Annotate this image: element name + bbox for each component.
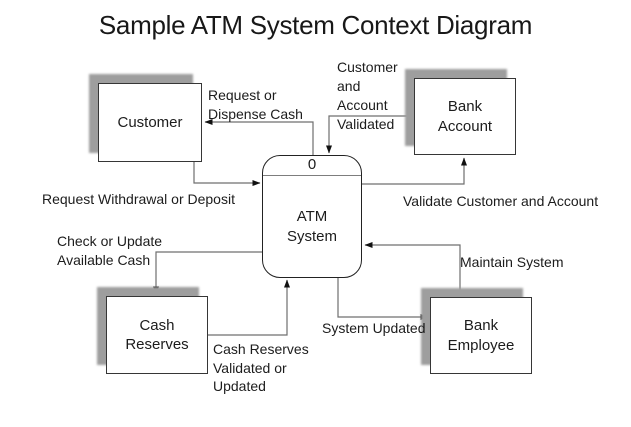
flow-label-maintain-system: Maintain System xyxy=(460,254,564,270)
flow-system-updated-line xyxy=(337,278,429,320)
flow-request-or-dispense-cash-line xyxy=(204,119,314,155)
entity-bank-employee: Bank Employee xyxy=(430,297,532,374)
flow-validate-customer-and-account-line xyxy=(362,157,467,185)
flow-maintain-system-line xyxy=(364,242,461,297)
flow-label-request-or-dispense-cash: Request or Dispense Cash xyxy=(208,87,303,122)
flow-label-cash-reserves-validated-or-updated: Cash Reserves Validated or Updated xyxy=(213,341,309,394)
flow-request-withdrawal-or-deposit-line xyxy=(193,162,261,186)
entity-bank-account-label: Bank Account xyxy=(437,98,493,135)
flow-label-system-updated: System Updated xyxy=(322,320,426,336)
flow-cash-reserves-validated-or-updated-line xyxy=(208,279,290,336)
diagram-title: Sample ATM System Context Diagram xyxy=(98,10,533,40)
flow-label-validate-customer-and-account: Validate Customer and Account xyxy=(403,193,599,209)
flow-label-check-or-update-available-cash: Check or Update Available Cash xyxy=(57,233,163,268)
entity-cash-reserves-label: Cash Reserves xyxy=(125,316,189,354)
process-atm-system-label: ATM System xyxy=(286,207,337,245)
flow-label-request-withdrawal-or-deposit: Request Withdrawal or Deposit xyxy=(42,191,235,207)
process-atm-system: 0 ATM System xyxy=(262,155,362,278)
flow-check-or-update-available-cash-line xyxy=(153,251,262,295)
entity-bank-employee-label: Bank Employee xyxy=(447,317,515,354)
entity-bank-account: Bank Account xyxy=(414,78,516,155)
entity-customer-label: Customer xyxy=(117,113,183,131)
entity-customer: Customer xyxy=(98,83,202,162)
entity-cash-reserves: Cash Reserves xyxy=(106,296,208,374)
process-number: 0 xyxy=(263,156,361,176)
flow-customer-and-account-validated-line xyxy=(326,115,414,154)
flow-label-customer-and-account-validated: Customer and Account Validated xyxy=(337,59,398,132)
